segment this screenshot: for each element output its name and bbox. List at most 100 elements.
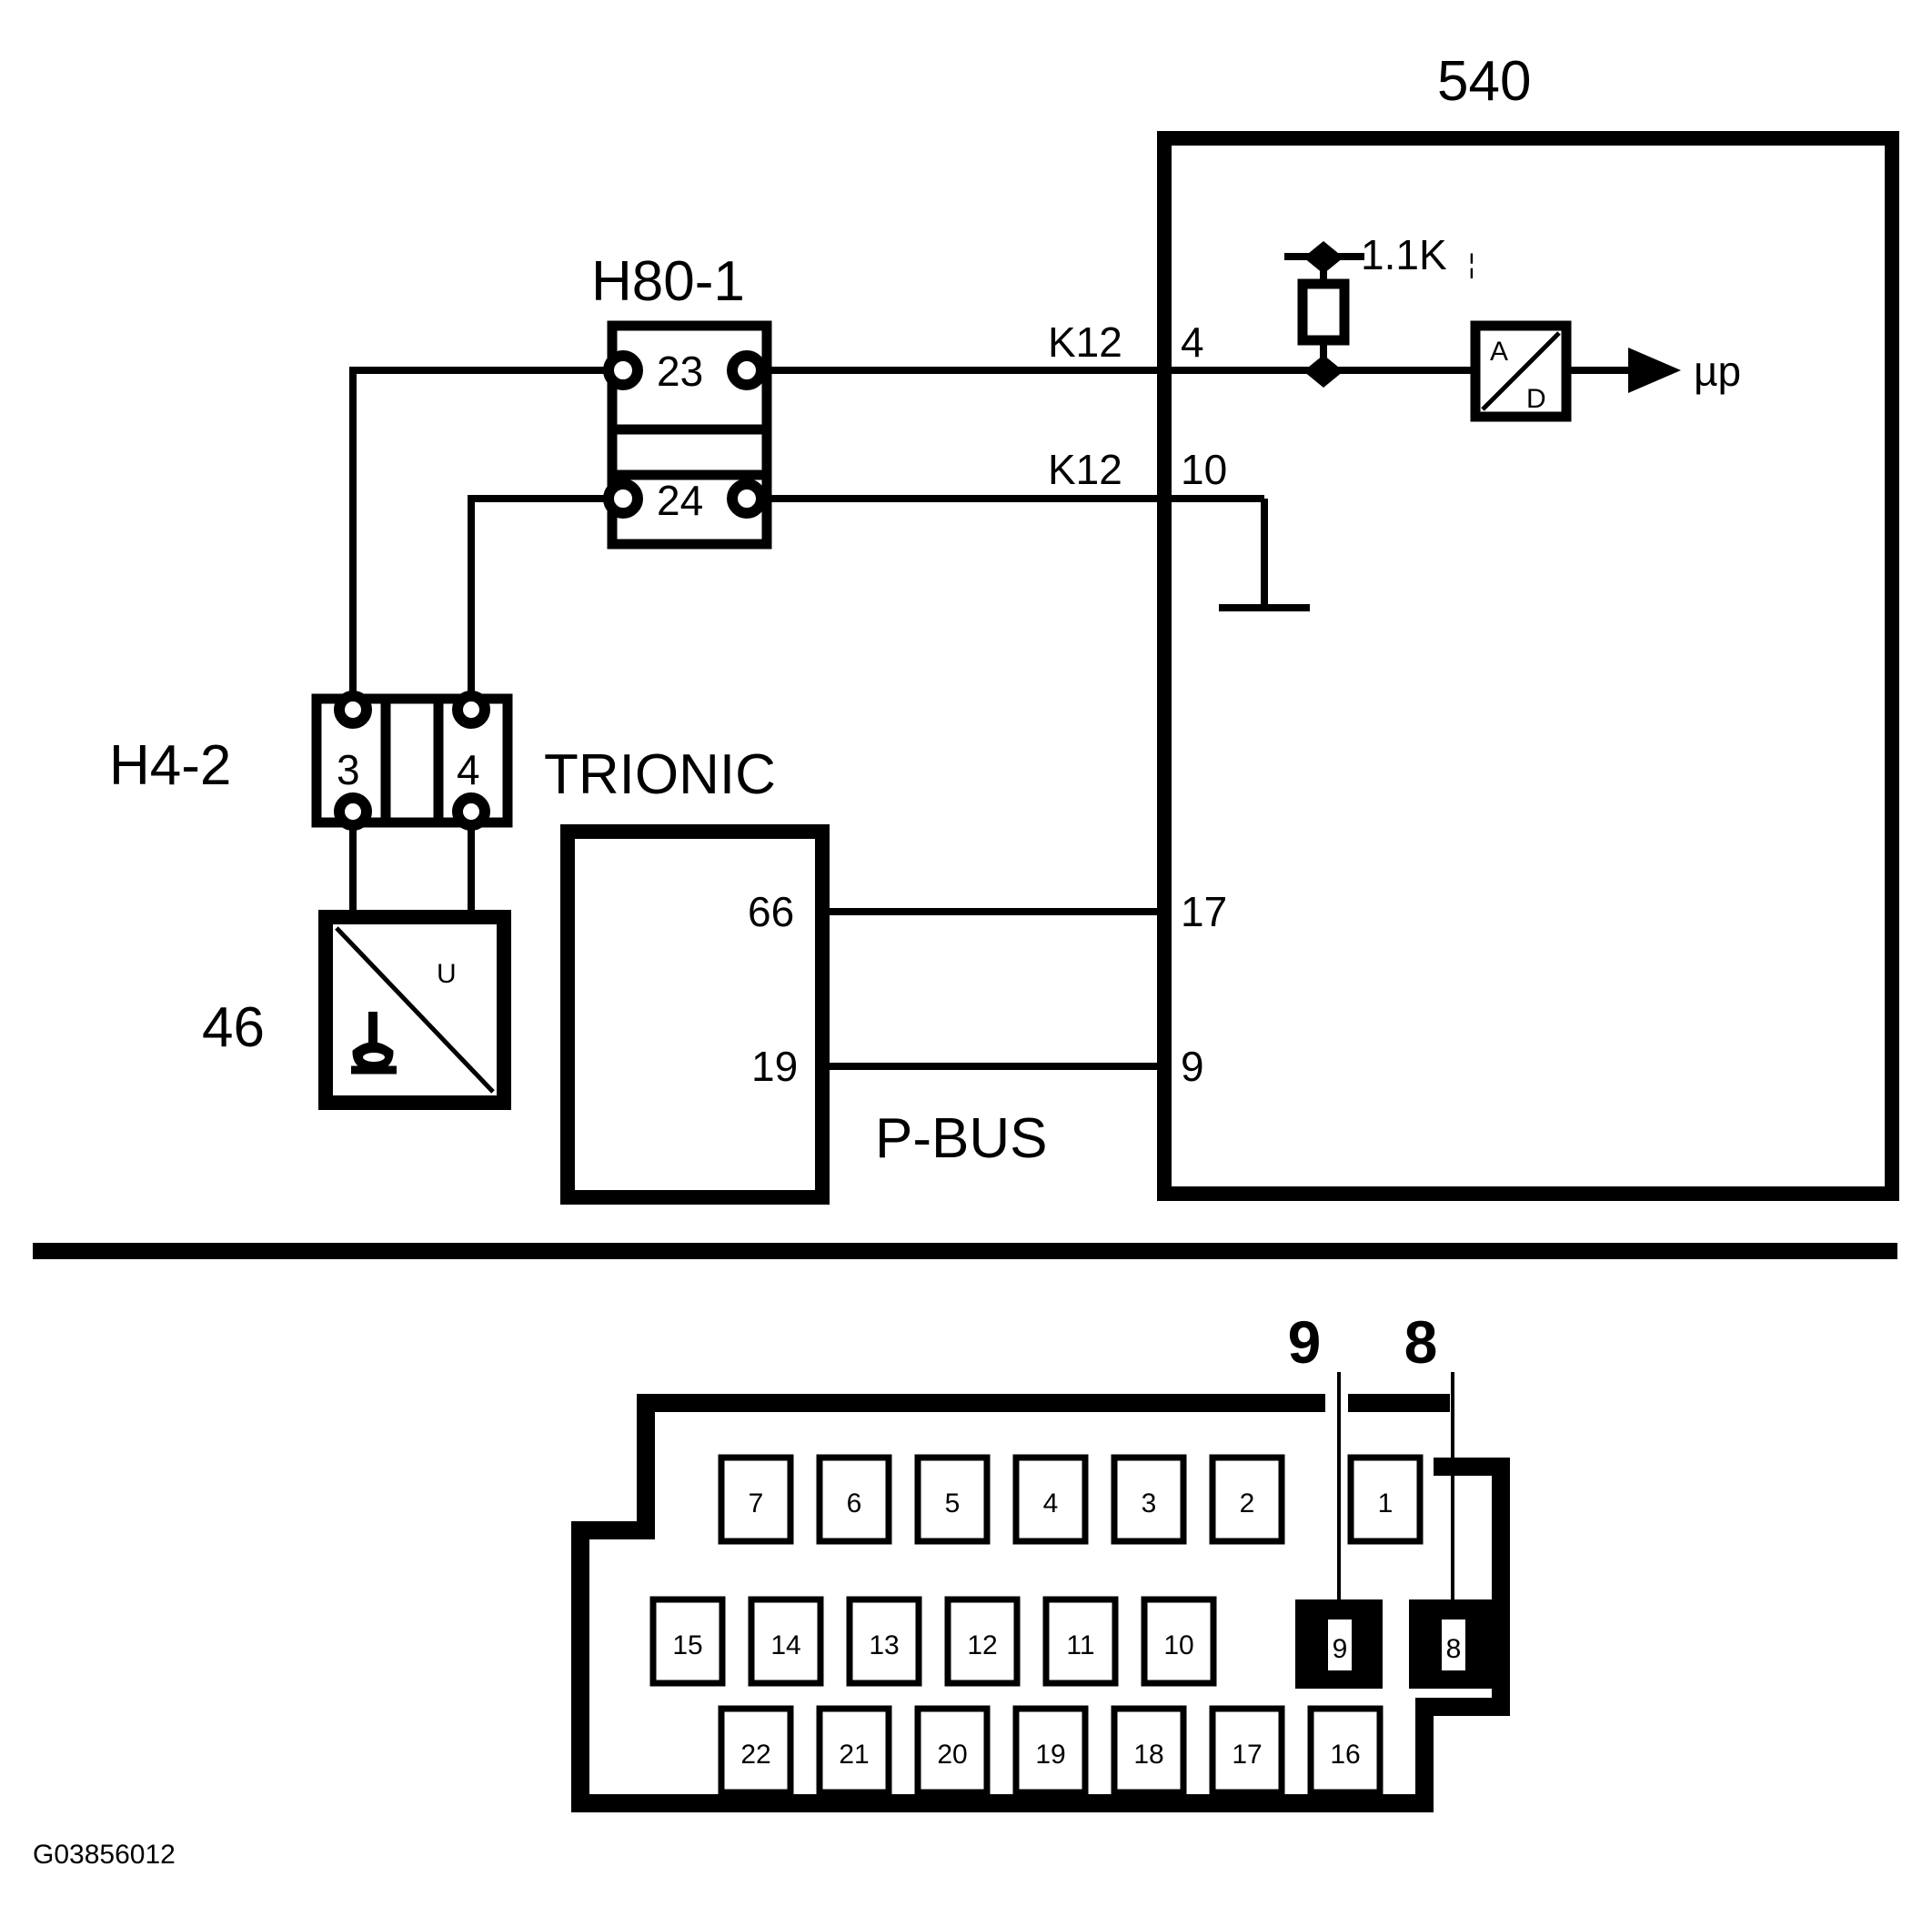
connector-cell-label: 11 [1066, 1630, 1094, 1660]
connector-cell[interactable]: 5 [914, 1454, 991, 1545]
connector-cell[interactable]: 15 [649, 1596, 726, 1687]
module-540-body [1157, 131, 1899, 1201]
resistor-unit-mark: ¦ [1468, 249, 1475, 279]
module-540-pin-17-label: 17 [1181, 888, 1227, 935]
connector-cell-label: 1 [1378, 1488, 1394, 1519]
callout-label-8: 8 [1404, 1308, 1438, 1376]
wires-h4-to-sensor [349, 822, 475, 919]
h80-1-pin-24-terminal-right [727, 479, 767, 519]
connector-row-2: 15 14 13 12 11 10 [649, 1596, 1496, 1689]
trionic-pin-66-label: 66 [748, 888, 794, 935]
wire-label-k12-top: K12 [1048, 318, 1122, 366]
connector-cell[interactable]: 16 [1307, 1705, 1384, 1796]
connector-cell-highlighted[interactable]: 9 [1295, 1599, 1383, 1689]
connector-cell[interactable]: 12 [944, 1596, 1021, 1687]
resistor-1k1: 1.1K ¦ [1284, 231, 1475, 388]
h80-1-pin-23-label: 23 [657, 348, 703, 395]
connector-cell[interactable]: 7 [718, 1454, 794, 1545]
connector-cell[interactable]: 2 [1209, 1454, 1285, 1545]
callout-leaders: 9 8 [1288, 1308, 1454, 1612]
connector-cell[interactable]: 11 [1042, 1596, 1119, 1687]
connector-cell[interactable]: 10 [1141, 1596, 1217, 1687]
connector-cell[interactable]: 3 [1111, 1454, 1187, 1545]
section-divider [33, 1243, 1897, 1259]
module-540-pin-4-label: 4 [1181, 318, 1204, 366]
connector-h80-1: H80-1 23 24 [591, 250, 772, 550]
figure-id-label: G03856012 [33, 1840, 176, 1870]
h4-2-pin-4-terminal-bottom [452, 792, 490, 831]
connector-cell-label: 6 [847, 1488, 862, 1519]
connector-cell[interactable]: 18 [1111, 1705, 1187, 1796]
connector-cell-label: 2 [1240, 1488, 1255, 1519]
ad-converter: A D µp [1470, 320, 1741, 422]
connector-cell[interactable]: 13 [846, 1596, 922, 1687]
connector-cell-label: 7 [749, 1488, 764, 1519]
connector-cell[interactable]: 21 [816, 1705, 892, 1796]
connector-cell-label: 19 [1035, 1740, 1065, 1770]
connector-cell-label: 13 [869, 1630, 899, 1660]
ad-converter-output-label: D [1526, 384, 1546, 414]
connector-h80-1-label: H80-1 [591, 250, 745, 313]
connector-cell[interactable]: 14 [748, 1596, 824, 1687]
connector-cell[interactable]: 17 [1209, 1705, 1285, 1796]
connector-cell-highlighted[interactable]: 8 [1409, 1599, 1496, 1689]
connector-h4-2-label: H4-2 [109, 734, 231, 797]
connector-cell-label: 21 [839, 1740, 869, 1770]
connector-cell[interactable]: 6 [816, 1454, 892, 1545]
module-540-label: 540 [1437, 50, 1531, 113]
h80-1-pin-24-terminal-left [603, 479, 643, 519]
callout-label-9: 9 [1288, 1308, 1322, 1376]
h80-1-pin-23-terminal-left [603, 350, 643, 390]
transducer-icon [351, 1012, 397, 1075]
h80-1-pin-24-label: 24 [657, 477, 703, 524]
connector-h4-2: H4-2 3 4 [109, 691, 513, 831]
connector-cell-label: 22 [740, 1740, 770, 1770]
h4-2-pin-4-terminal-top [452, 691, 490, 729]
connector-cell-label: 5 [945, 1488, 961, 1519]
arrow-to-microprocessor [1628, 348, 1681, 393]
connector-cell-label: 17 [1232, 1740, 1262, 1770]
wire-label-k12-bottom: K12 [1048, 446, 1122, 493]
h80-1-pin-23-terminal-right [727, 350, 767, 390]
sensor-46-label: 46 [202, 996, 265, 1059]
connector-cell-label: 4 [1043, 1488, 1059, 1519]
p-bus-label: P-BUS [875, 1107, 1047, 1170]
sensor-46-voltage-symbol: U [437, 959, 457, 989]
h4-2-pin-4-label: 4 [457, 746, 480, 793]
microprocessor-label: µp [1694, 348, 1741, 395]
connector-cell-label: 20 [937, 1740, 967, 1770]
module-540-pin-10-label: 10 [1181, 446, 1227, 493]
connector-body [571, 1394, 1510, 1812]
connector-cell-label: 12 [967, 1630, 997, 1660]
trionic-pin-19-label: 19 [751, 1043, 798, 1090]
connector-cell[interactable]: 20 [914, 1705, 991, 1796]
connector-cell-label: 3 [1142, 1488, 1157, 1519]
wire-k12-pin10: K12 10 [767, 446, 1310, 611]
connector-cell[interactable]: 4 [1012, 1454, 1089, 1545]
h4-2-pin-3-terminal-top [334, 691, 372, 729]
wires-h80-to-h4 [349, 367, 612, 701]
module-540: 540 [1157, 50, 1899, 1201]
wires-p-bus: 17 9 [822, 888, 1227, 1090]
junction-dot-resistor-top [1303, 241, 1343, 274]
connector-cell-label: 18 [1133, 1740, 1163, 1770]
connector-cell-label: 9 [1333, 1634, 1348, 1664]
module-trionic-label: TRIONIC [544, 743, 776, 806]
connector-row-3: 22 21 20 19 18 17 [718, 1705, 1384, 1796]
resistor-value-label: 1.1K [1361, 231, 1447, 278]
resistor-body [1297, 278, 1350, 346]
h4-2-pin-3-label: 3 [337, 746, 360, 793]
junction-dot-resistor-bottom [1303, 355, 1343, 388]
connector-cell[interactable]: 22 [718, 1705, 794, 1796]
connector-cell-label: 15 [672, 1630, 702, 1660]
connector-cell-label: 16 [1330, 1740, 1360, 1770]
connector-cell[interactable]: 1 [1347, 1454, 1424, 1545]
connector-cell-label: 8 [1446, 1634, 1462, 1664]
h4-2-pin-3-terminal-bottom [334, 792, 372, 831]
connector-cell-label: 14 [770, 1630, 800, 1660]
connector-cell[interactable]: 19 [1012, 1705, 1089, 1796]
module-540-pin-9-label: 9 [1181, 1043, 1204, 1090]
connector-row-1: 7 6 5 4 3 2 1 [718, 1454, 1424, 1545]
